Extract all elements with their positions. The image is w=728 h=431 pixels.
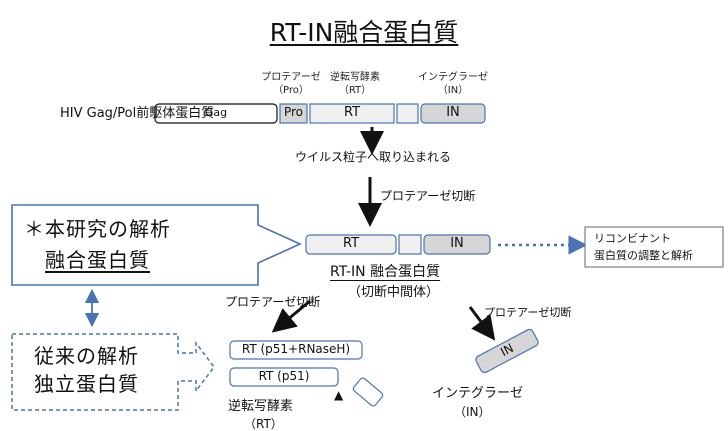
cleave-left-label: プロテアーゼ切断	[225, 295, 321, 309]
in-header: インテグラーゼ	[418, 72, 488, 83]
study-arrow-box	[11, 204, 302, 286]
fusion-segment-in-label: IN	[450, 236, 464, 251]
page-title: RT-IN融合蛋白質	[269, 18, 459, 47]
segment-link	[396, 103, 419, 124]
fusion-segment-in	[423, 234, 491, 255]
rt-name: 逆転写酵素	[228, 399, 294, 414]
rt-p66-label: RT (p51+RNaseH)	[241, 342, 351, 356]
protease-abbr: （Pro）	[273, 85, 309, 96]
in-product-bar	[475, 328, 539, 374]
fusion-bar	[305, 234, 491, 255]
rnaseh-fragment	[352, 377, 384, 407]
rt-abbr: （RT）	[338, 85, 372, 96]
segment-gag-label: Gag	[204, 106, 228, 119]
recombinant-line2: 蛋白質の調整と解析	[594, 249, 693, 262]
protease-header: プロテアーゼ	[261, 72, 321, 83]
fusion-name: RT-IN 融合蛋白質	[330, 264, 441, 280]
study-line2: 融合蛋白質	[45, 248, 150, 272]
conventional-line2: 独立蛋白質	[34, 372, 139, 396]
rt-p51-label: RT (p51)	[258, 369, 310, 383]
segment-pro	[279, 103, 308, 124]
rt-p66-bar	[229, 340, 363, 360]
segment-pro-label: Pro	[283, 105, 304, 119]
conventional-line1: 従来の解析	[34, 344, 139, 368]
conventional-arrow-box	[11, 333, 215, 411]
in-abbr-bottom: （IN）	[454, 405, 491, 419]
segment-rt-label: RT	[343, 105, 361, 120]
cleave-right-label: プロテアーゼ切断	[484, 306, 572, 319]
in-abbr: （IN）	[437, 85, 469, 96]
precursor-label: HIV Gag/Pol前駆体蛋白質	[60, 106, 215, 121]
recombinant-line1: リコンビナント	[594, 232, 671, 245]
fusion-sub: （切断中間体）	[348, 285, 440, 300]
step-incorporation: ウイルス粒子へ取り込まれる	[294, 150, 451, 164]
rt-header: 逆転写酵素	[330, 72, 380, 83]
fusion-segment-link	[398, 234, 422, 255]
in-name: インテグラーゼ	[432, 386, 524, 401]
segment-in	[420, 103, 486, 124]
study-line1: ＊本研究の解析	[24, 217, 171, 241]
rt-abbr-bottom: （RT）	[244, 417, 283, 431]
cleavage-site-marker: ▲	[334, 388, 344, 402]
segment-in-label: IN	[446, 105, 460, 120]
arrow-cleave-right	[468, 306, 496, 341]
arrow-cleave-left	[271, 299, 311, 333]
recombinant-box	[584, 226, 724, 268]
segment-gag	[154, 103, 278, 124]
precursor-bar	[154, 103, 486, 124]
segment-rt	[309, 103, 395, 124]
step-cleavage: プロテアーゼ切断	[380, 189, 476, 203]
rt-p51-bar	[229, 367, 339, 387]
fusion-segment-rt	[305, 234, 397, 255]
fusion-segment-rt-label: RT	[342, 236, 360, 251]
